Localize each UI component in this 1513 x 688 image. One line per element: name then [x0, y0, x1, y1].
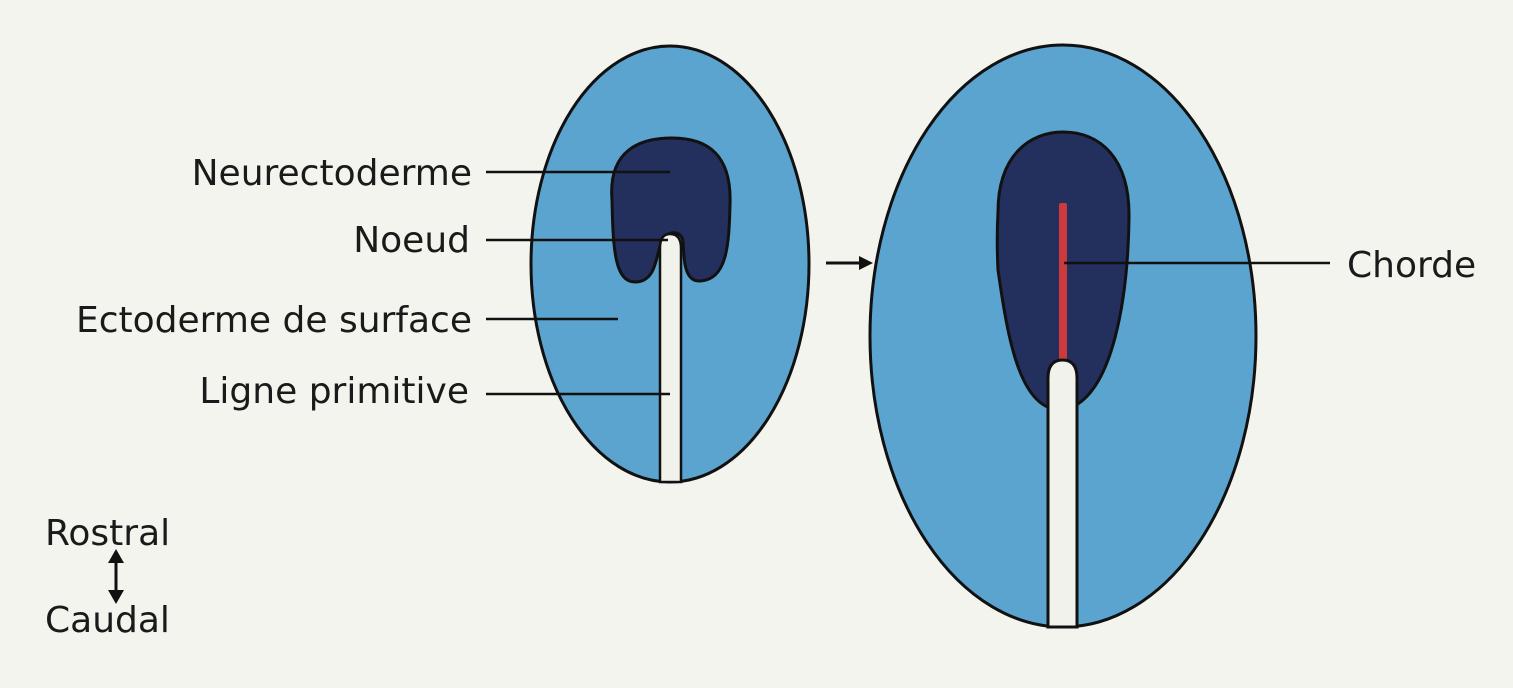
arrow-up-icon	[108, 549, 124, 563]
label-primitive-streak: Ligne primitive	[199, 371, 469, 412]
label-caudal: Caudal	[45, 600, 170, 641]
neurectoderm-early	[610, 136, 732, 284]
label-node: Noeud	[353, 220, 470, 261]
label-surface-ectoderm: Ectoderme de surface	[76, 300, 472, 341]
embryo-early	[529, 44, 811, 484]
primitive-streak-early	[658, 232, 683, 484]
progression-arrow	[826, 256, 873, 270]
label-neurectoderm: Neurectoderme	[192, 153, 472, 194]
leader-lines	[486, 170, 1330, 396]
label-rostral: Rostral	[45, 513, 170, 554]
arrow-down-icon	[108, 590, 124, 604]
orientation-key: Rostral Caudal	[45, 513, 170, 641]
embryo-late	[868, 43, 1258, 629]
primitive-streak-late	[1046, 358, 1079, 629]
label-notochord: Chorde	[1347, 245, 1476, 286]
notochord	[1059, 203, 1067, 365]
